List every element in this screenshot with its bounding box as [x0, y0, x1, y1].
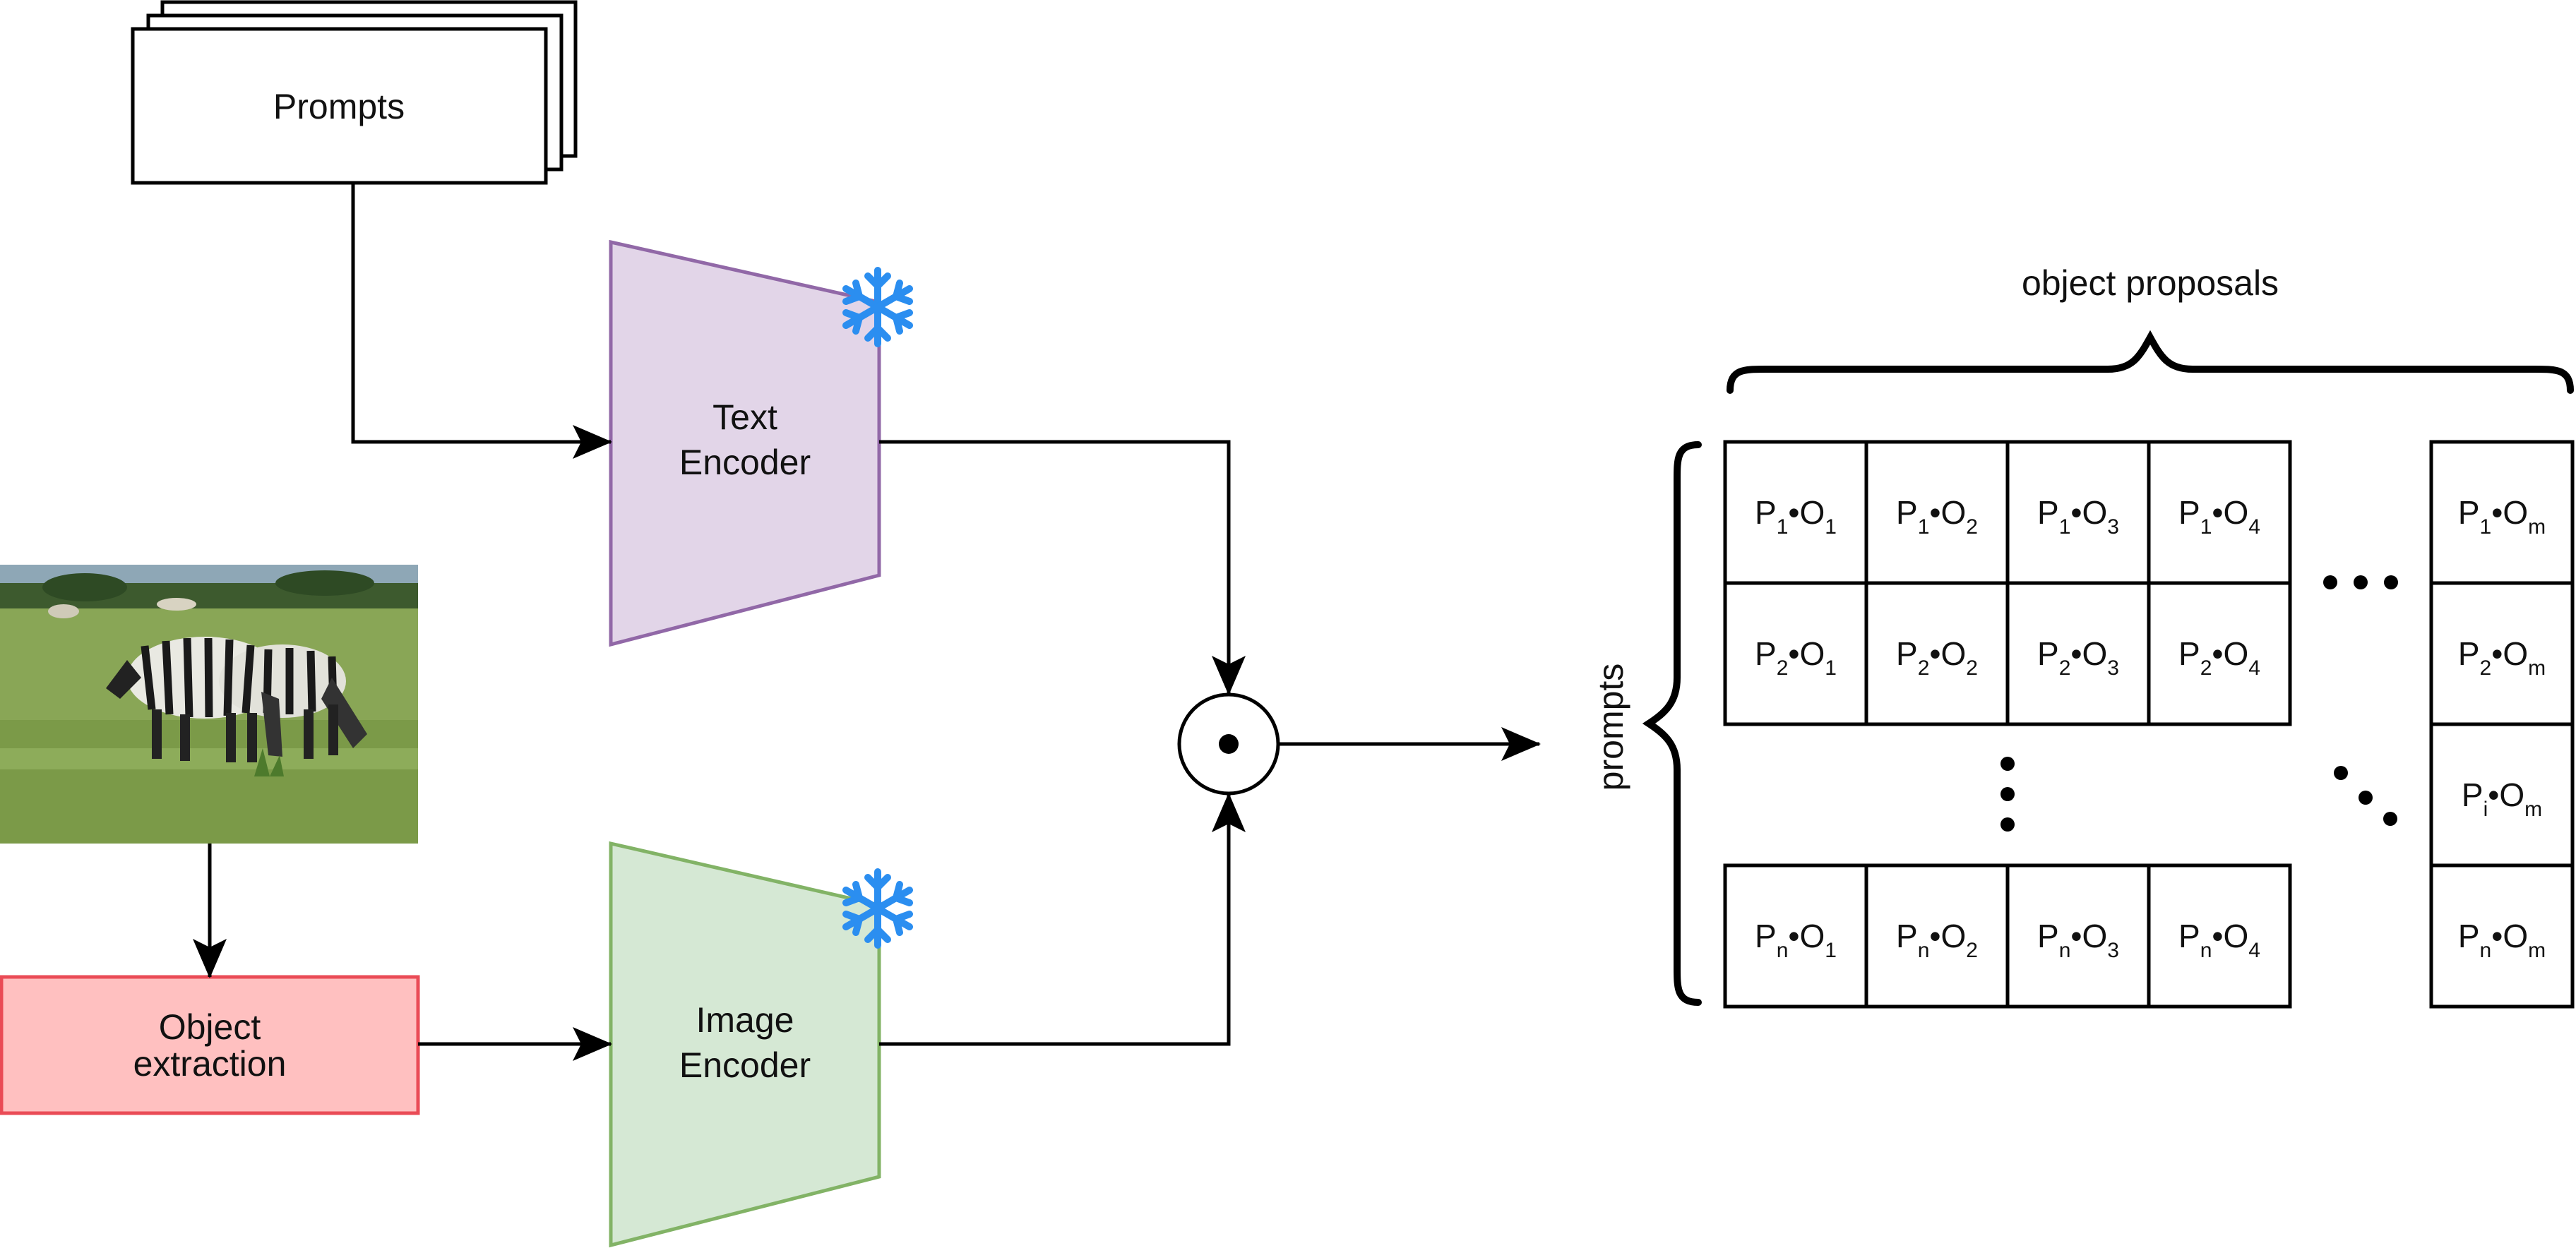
object-proposals-brace: object proposals [1727, 263, 2574, 394]
object-extraction-box: Object extraction [0, 975, 420, 1115]
matrix-cell-border [2429, 722, 2575, 868]
matrix-cell: P2•O4 [2147, 581, 2292, 726]
matrix-cell-label: Pn•O3 [2037, 918, 2119, 962]
matrix-cell-label: Pn•Om [2458, 918, 2546, 962]
matrix-cell-border [2429, 440, 2575, 585]
matrix-cell-label: P2•O1 [1755, 635, 1837, 680]
matrix-cell-border [2147, 863, 2292, 1009]
matrix-cell-border [2429, 581, 2575, 726]
prompts-side-label: prompts [1591, 664, 1630, 791]
matrix-cell-label: P1•O1 [1755, 494, 1837, 539]
image-encoder-shape [609, 841, 881, 1248]
matrix-cell-border [2429, 863, 2575, 1009]
text-encoder-line1: Text [712, 397, 777, 437]
matrix-cell-label: P2•Om [2458, 635, 2546, 680]
dot-product-operator [1177, 692, 1280, 796]
matrix-cell-border [1723, 863, 1868, 1009]
matrix-cell: P1•O1 [1723, 440, 1868, 585]
matrix-cell-border [2147, 581, 2292, 726]
matrix-cell-label: Pn•O1 [1755, 918, 1837, 962]
prompts-stack: Prompts [131, 0, 578, 185]
matrix-cell: P2•O2 [1864, 581, 2010, 726]
matrix-cell-label: P1•O2 [1896, 494, 1978, 539]
dot-product-dot [1219, 734, 1239, 754]
text-encoder: Text Encoder [609, 239, 910, 647]
object-extraction-line2: extraction [133, 1044, 287, 1084]
prompts-brace-shape [1642, 441, 1702, 1006]
zebras-photo [0, 565, 418, 844]
matrix-cell-label: P1•O4 [2178, 494, 2260, 539]
matrix-cell-label: Pn•O4 [2178, 918, 2260, 962]
matrix-cell-label: Pi•Om [2462, 776, 2542, 821]
matrix-cell-label: P1•Om [2458, 494, 2546, 539]
matrix-cell-border [1723, 581, 1868, 726]
matrix-cell-label: P2•O3 [2037, 635, 2119, 680]
connectors [193, 184, 1541, 1061]
horizontal-ellipsis [2323, 575, 2398, 589]
object-proposals-label: object proposals [2022, 263, 2279, 303]
matrix-ellipses [2000, 575, 2398, 832]
diagonal-ellipsis [2334, 766, 2397, 826]
image-encoder: Image Encoder [609, 841, 910, 1248]
matrix-cell: Pn•O2 [1864, 863, 2010, 1009]
matrix-cell-label: P1•O3 [2037, 494, 2119, 539]
prompts-card-front [131, 27, 548, 185]
matrix-cell: P2•Om [2429, 581, 2575, 726]
arrow-prompts-to-text-encoder [351, 184, 612, 459]
matrix-cell: Pn•O1 [1723, 863, 1868, 1009]
matrix-cell-border [2147, 440, 2292, 585]
matrix-cell-border [1723, 440, 1868, 585]
prompts-brace: prompts [1591, 441, 1702, 1006]
matrix-cell: Pn•O3 [2005, 863, 2151, 1009]
matrix-cell-border [2005, 863, 2151, 1009]
matrix-cell: P1•O4 [2147, 440, 2292, 585]
image-encoder-line1: Image [696, 1000, 794, 1040]
matrix-cell-label: P2•O4 [2178, 635, 2260, 680]
matrix-cell-border [2005, 440, 2151, 585]
matrix-cell: P2•O3 [2005, 581, 2151, 726]
vertical-ellipsis [2000, 757, 2015, 832]
matrix-cell-border [1864, 863, 2010, 1009]
text-encoder-shape [609, 239, 881, 647]
matrix-cell-border [2005, 581, 2151, 726]
object-proposals-brace-shape [1727, 330, 2574, 394]
matrix-cell: P2•O1 [1723, 581, 1868, 726]
matrix-cell: Pn•Om [2429, 863, 2575, 1009]
arrow-image-encoder-to-dot [879, 793, 1246, 1046]
object-extraction-line1: Object [159, 1007, 261, 1047]
matrix-cell-label: Pn•O2 [1896, 918, 1978, 962]
arrow-text-encoder-to-dot [879, 440, 1246, 695]
matrix-cell: Pn•O4 [2147, 863, 2292, 1009]
text-encoder-line2: Encoder [679, 443, 811, 482]
matrix-cell-border [1864, 581, 2010, 726]
matrix-cell-label: P2•O2 [1896, 635, 1978, 680]
matrix-cell: P1•Om [2429, 440, 2575, 585]
matrix-cell: Pi•Om [2429, 722, 2575, 868]
matrix-cell: P1•O2 [1864, 440, 2010, 585]
image-encoder-line2: Encoder [679, 1045, 811, 1085]
matrix-cell: P1•O3 [2005, 440, 2151, 585]
prompts-label: Prompts [273, 87, 405, 126]
